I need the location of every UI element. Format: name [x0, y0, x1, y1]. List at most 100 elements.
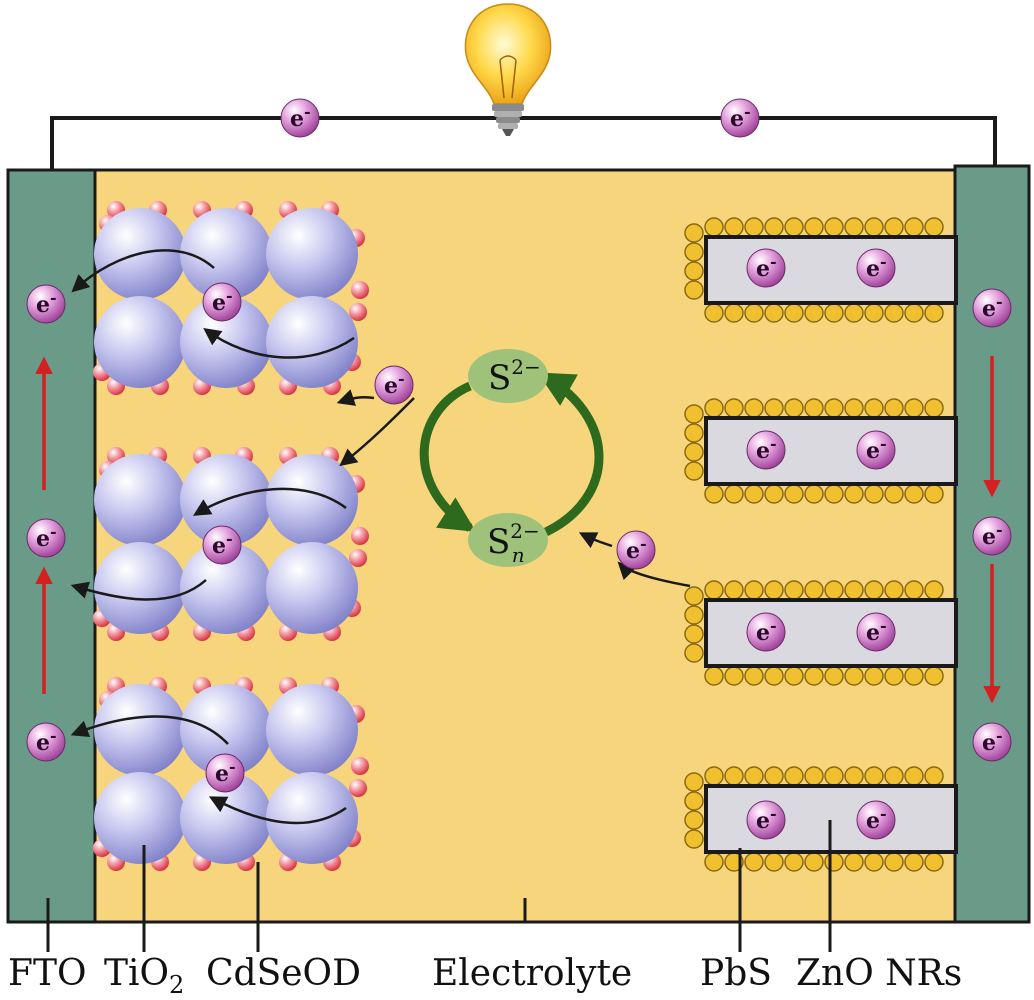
light-bulb-icon	[464, 3, 552, 136]
electron: e-	[280, 98, 320, 138]
svg-text:e-: e-	[866, 252, 887, 282]
tio2-sphere	[266, 296, 358, 388]
pbs-dot	[684, 404, 704, 424]
pbs-dot	[724, 580, 744, 600]
tio2-sphere	[94, 542, 186, 634]
pbs-dot	[844, 217, 864, 237]
pbs-dot	[704, 398, 724, 418]
tio2-sphere	[266, 208, 358, 300]
current-flow-arrows	[35, 356, 1001, 704]
pbs-dot	[824, 303, 844, 323]
pbs-dot	[864, 303, 884, 323]
svg-text:e-: e-	[866, 616, 887, 646]
pbs-dot	[704, 303, 724, 323]
svg-text:e-: e-	[384, 369, 405, 399]
electron: e-	[202, 282, 242, 322]
pbs-dot	[804, 398, 824, 418]
pbs-dot	[904, 852, 924, 872]
tio2-sphere	[266, 454, 358, 546]
pbs-label: PbS	[700, 953, 772, 994]
pbs-dot	[804, 580, 824, 600]
electron: e-	[972, 516, 1012, 556]
pbs-dot	[704, 217, 724, 237]
circuit-wire	[50, 116, 997, 170]
pbs-dot	[744, 766, 764, 786]
pbs-dot	[864, 766, 884, 786]
pbs-dot	[824, 398, 844, 418]
pbs-dot	[744, 484, 764, 504]
pbs-dot	[684, 791, 704, 811]
pbs-dot	[824, 217, 844, 237]
pbs-dot	[704, 580, 724, 600]
pbs-dot	[924, 766, 944, 786]
pbs-dot	[924, 303, 944, 323]
pbs-dot	[824, 484, 844, 504]
svg-text:e-: e-	[982, 292, 1003, 322]
sulfide-label: S2−	[488, 355, 541, 398]
electron: e-	[202, 525, 242, 565]
pbs-dot	[764, 666, 784, 686]
electron: e-	[856, 612, 896, 652]
tio2-sphere	[180, 684, 272, 776]
pbs-dot	[784, 217, 804, 237]
tio2-nanoparticles	[94, 208, 358, 864]
pbs-dot	[684, 261, 704, 281]
pbs-dot	[884, 484, 904, 504]
cdse-dot	[349, 303, 367, 321]
pbs-dot	[904, 580, 924, 600]
pbs-dot	[704, 852, 724, 872]
pbs-dot	[684, 423, 704, 443]
pbs-dot	[704, 484, 724, 504]
pbs-dot	[684, 605, 704, 625]
pbs-dot	[884, 580, 904, 600]
pbs-dot	[684, 280, 704, 300]
pbs-dot	[684, 586, 704, 606]
pbs-dot	[844, 852, 864, 872]
tio2-sphere	[94, 454, 186, 546]
pbs-dot	[724, 303, 744, 323]
pbs-dot	[924, 580, 944, 600]
tio2-sphere	[94, 684, 186, 776]
pbs-dot	[804, 766, 824, 786]
tio2-sphere	[266, 684, 358, 776]
pbs-dot	[924, 398, 944, 418]
svg-text:e-: e-	[756, 804, 777, 834]
electron: e-	[26, 722, 66, 762]
pbs-dot	[904, 484, 924, 504]
svg-text:e-: e-	[626, 534, 647, 564]
pbs-dot	[844, 398, 864, 418]
pbs-dot	[684, 242, 704, 262]
pbs-dot	[824, 580, 844, 600]
sulfide-ellipse	[468, 349, 548, 403]
electron-transfer-arrows	[70, 249, 691, 825]
electron: e-	[374, 365, 414, 405]
tio2-sphere	[94, 296, 186, 388]
electron: e-	[972, 722, 1012, 762]
pbs-dot	[804, 484, 824, 504]
pbs-dot	[844, 666, 864, 686]
pbs-dot	[704, 766, 724, 786]
cdse-dot	[349, 779, 367, 797]
tio2-sphere	[180, 772, 272, 864]
pbs-dot	[684, 624, 704, 644]
pbs-dot	[784, 666, 804, 686]
label-indicator-lines	[46, 820, 832, 952]
electron: e-	[856, 430, 896, 470]
electron: e-	[972, 288, 1012, 328]
electron: e-	[26, 518, 66, 558]
pbs-dot	[684, 643, 704, 663]
svg-text:e-: e-	[212, 286, 233, 316]
redox-cycle: S2− S2−n	[419, 349, 604, 567]
cdse-dot	[351, 281, 369, 299]
pbs-dot	[784, 852, 804, 872]
pbs-dot	[824, 852, 844, 872]
electron: e-	[746, 800, 786, 840]
svg-text:e-: e-	[730, 102, 751, 132]
svg-text:e-: e-	[36, 522, 57, 552]
pbs-dot	[684, 772, 704, 792]
electrolyte-label: Electrolyte	[432, 953, 632, 994]
pbs-dot	[904, 217, 924, 237]
tio2-sphere	[180, 542, 272, 634]
pbs-dot	[804, 852, 824, 872]
pbs-dot	[784, 766, 804, 786]
